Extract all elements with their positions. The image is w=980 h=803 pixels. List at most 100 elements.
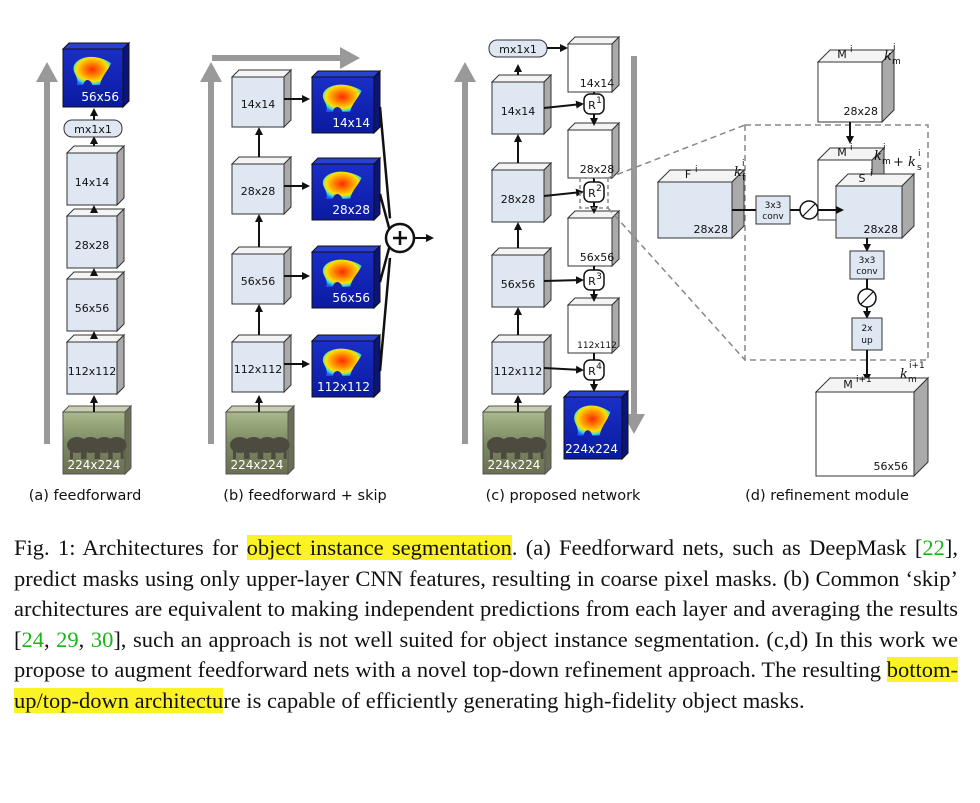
- citation-link[interactable]: 30: [90, 626, 114, 652]
- block-size-label: 28x28: [863, 223, 898, 236]
- connection-line: [378, 106, 392, 219]
- caption-text: ,: [44, 626, 57, 652]
- svg-text:i: i: [918, 149, 921, 159]
- refine-label: R: [588, 187, 596, 200]
- mask-size-label: 112x112: [317, 380, 370, 394]
- mask-heatmap: 56x56: [310, 244, 382, 310]
- svg-text:s: s: [917, 163, 922, 173]
- citation-link[interactable]: 22: [922, 535, 945, 560]
- svg-text:i+1: i+1: [856, 375, 872, 385]
- mask-size-label: 56x56: [332, 291, 370, 305]
- image-size-label: 224x224: [231, 458, 284, 472]
- connection-line: [378, 193, 392, 232]
- feature-block: 56x56: [65, 270, 126, 333]
- upsample-label: up: [861, 336, 873, 346]
- refine-sup-label: 4: [596, 362, 602, 372]
- svg-text:F: F: [685, 168, 691, 181]
- citation-link[interactable]: 29: [56, 626, 79, 652]
- block-size-label: 56x56: [75, 302, 110, 315]
- mask-heatmap: 14x14: [310, 69, 382, 135]
- svg-text:k: k: [874, 149, 882, 164]
- figure-diagram: 224x224112x11256x5628x2814x14mx1x156x56 …: [29, 35, 930, 504]
- module-box: [744, 124, 929, 361]
- input-image-elephants: 224x224: [481, 404, 553, 476]
- block-size-label: 28x28: [580, 163, 615, 176]
- upsample-label: 2x: [861, 324, 873, 334]
- svg-text:m: m: [892, 57, 901, 67]
- block-size-label: 56x56: [501, 278, 536, 291]
- caption-text: re is capable of efficiently generating …: [223, 687, 805, 713]
- svg-text:k: k: [900, 367, 908, 382]
- feature-block: 28x28: [230, 155, 293, 216]
- refine-sup-label: 2: [596, 184, 602, 194]
- feature-block: 14x14: [65, 144, 126, 207]
- svg-text:f: f: [742, 173, 746, 183]
- block-size-label: 28x28: [75, 239, 110, 252]
- connection-arrow: [543, 365, 584, 374]
- block-size-label: 112x112: [234, 363, 283, 376]
- decoder-block: 28x28: [566, 121, 621, 180]
- svg-text:i: i: [850, 45, 853, 55]
- block-size-label: 112x112: [68, 365, 117, 378]
- block-size-label: 14x14: [580, 77, 615, 90]
- block-size-label: 14x14: [75, 176, 110, 189]
- feature-block: 56x56: [490, 246, 553, 309]
- feature-block: 28x28: [490, 161, 553, 224]
- image-size-label: 224x224: [68, 458, 121, 472]
- feature-block: 56x56: [230, 245, 293, 306]
- input-image-elephants: 224x224: [224, 404, 296, 476]
- decoder-block: 14x14: [566, 35, 621, 94]
- svg-text:i: i: [695, 165, 698, 175]
- input-image-elephants: 224x224: [61, 404, 133, 476]
- svg-text:i: i: [742, 159, 745, 169]
- refine-label: R: [588, 99, 596, 112]
- block-size-label: 56x56: [241, 275, 276, 288]
- block-size-label: 56x56: [873, 460, 908, 473]
- mask-size-label: 14x14: [332, 116, 370, 130]
- svg-text:M: M: [837, 48, 847, 61]
- mask-size-label: 56x56: [81, 90, 119, 104]
- connection-arrow: [543, 276, 584, 285]
- mask-blob: [322, 259, 362, 287]
- svg-text:M: M: [843, 378, 853, 391]
- refine-sup-label: 1: [596, 96, 602, 106]
- feature-block: 112x112: [65, 333, 126, 396]
- feature-block: 28x28: [65, 207, 126, 270]
- refine-label: R: [588, 365, 596, 378]
- caption-text: ,: [78, 626, 91, 652]
- connection-arrow: [543, 100, 584, 109]
- mx-label: mx1x1: [74, 123, 112, 136]
- block-size-label: 14x14: [501, 105, 536, 118]
- svg-text:m: m: [908, 375, 917, 385]
- panel-b-skip: 224x224 112x112 56x56 28x28 14x14 112x112 56x5…: [224, 68, 434, 476]
- block-size-label: 56x56: [580, 251, 615, 264]
- connection-line: [378, 244, 392, 283]
- caption-highlight: object instance segmentation: [246, 535, 512, 560]
- svg-text:m: m: [882, 157, 891, 167]
- svg-text:i: i: [893, 43, 896, 53]
- svg-text:M: M: [837, 146, 847, 159]
- connection-arrow: [543, 188, 584, 197]
- svg-text:k: k: [734, 165, 742, 180]
- conv-label: conv: [762, 212, 784, 222]
- caption-text: . (a) Feedforward nets, such as DeepMask…: [511, 535, 923, 560]
- panel-c-caption: (c) proposed network: [486, 488, 641, 504]
- figure-caption: Fig. 1: Architectures for object instanc…: [14, 533, 958, 716]
- upsample-block: 2x up: [851, 317, 883, 351]
- caption-text: ], predict masks using only upper-layer …: [14, 535, 958, 652]
- mask-heatmap: 56x56: [61, 41, 131, 109]
- mask-blob: [574, 405, 611, 436]
- citation-link[interactable]: 24: [21, 626, 45, 652]
- panel-a-feedforward: 224x224 112x112 56x56 28x28 14x14 mx1x1 56x56: [61, 41, 133, 476]
- mx-block: mx1x1: [488, 39, 548, 58]
- block-size-label: 14x14: [241, 98, 276, 111]
- zoom-box: [579, 177, 609, 209]
- caption-text: ], such an approach is not well suited f…: [14, 626, 959, 683]
